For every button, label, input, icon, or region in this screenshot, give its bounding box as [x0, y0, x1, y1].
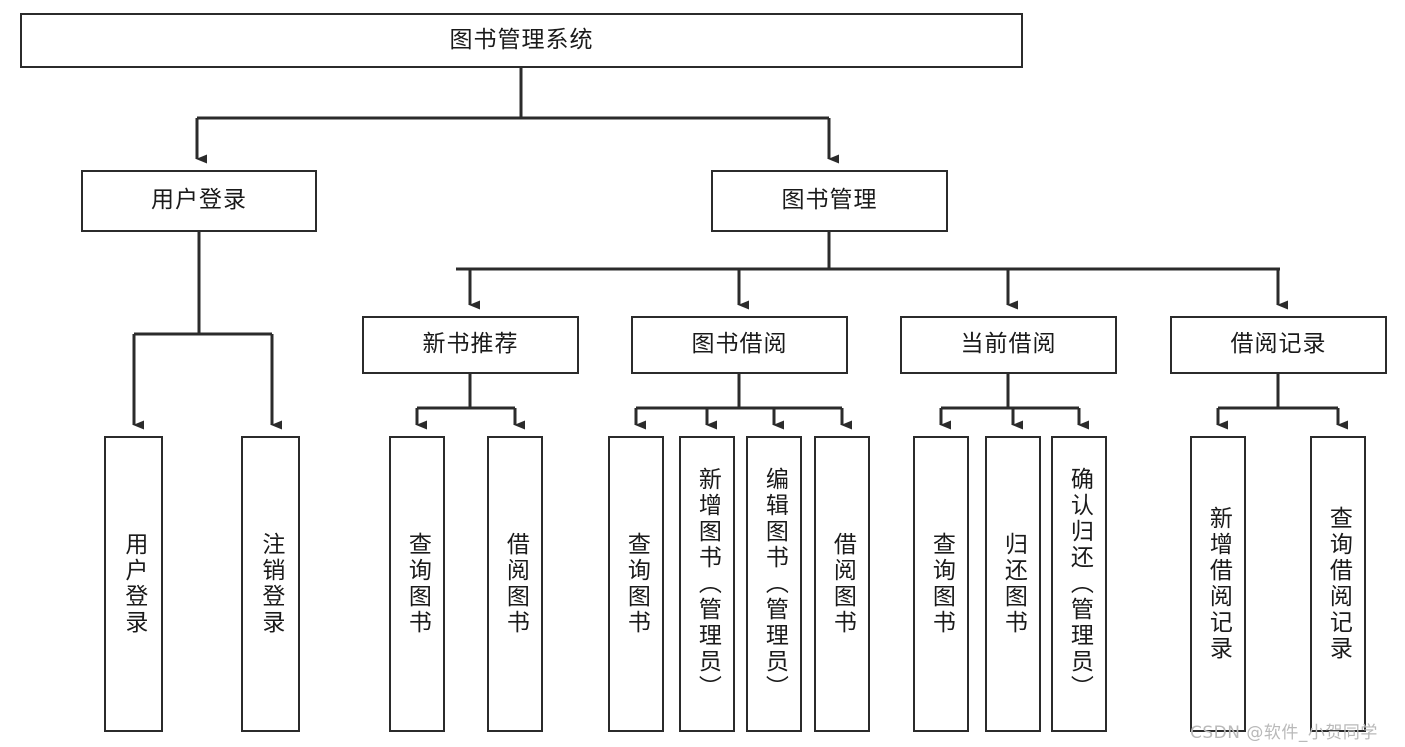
leaf-confirm-return-admin-label: 确认归还（管理员）: [1066, 467, 1093, 701]
leaf-user-login-label: 用户登录: [120, 532, 147, 636]
leaf-logout-label: 注销登录: [257, 532, 284, 636]
node-book-management[interactable]: 图书管理: [711, 170, 948, 232]
node-root[interactable]: 图书管理系统: [20, 13, 1023, 68]
leaf-return-book-label: 归还图书: [1000, 532, 1027, 636]
leaf-borrow-book-label: 借阅图书: [829, 532, 856, 636]
node-book-management-label: 图书管理: [781, 187, 878, 214]
leaf-add-borrow-record-label: 新增借阅记录: [1205, 506, 1232, 662]
leaf-query-book-recommend[interactable]: 查询图书: [389, 436, 445, 732]
leaf-borrow-book[interactable]: 借阅图书: [814, 436, 870, 732]
leaf-query-book-current[interactable]: 查询图书: [913, 436, 969, 732]
leaf-query-book-recommend-label: 查询图书: [404, 532, 431, 636]
leaf-edit-book-admin-label: 编辑图书（管理员）: [761, 467, 788, 701]
node-current-borrow[interactable]: 当前借阅: [900, 316, 1117, 374]
leaf-query-book-borrow-label: 查询图书: [623, 532, 650, 636]
leaf-query-borrow-record[interactable]: 查询借阅记录: [1310, 436, 1366, 732]
leaf-edit-book-admin[interactable]: 编辑图书（管理员）: [746, 436, 802, 732]
node-borrow-record[interactable]: 借阅记录: [1170, 316, 1387, 374]
leaf-add-book-admin[interactable]: 新增图书（管理员）: [679, 436, 735, 732]
leaf-return-book[interactable]: 归还图书: [985, 436, 1041, 732]
node-new-book-recommend[interactable]: 新书推荐: [362, 316, 579, 374]
leaf-borrow-book-recommend-label: 借阅图书: [502, 532, 529, 636]
node-user-login[interactable]: 用户登录: [81, 170, 317, 232]
leaf-borrow-book-recommend[interactable]: 借阅图书: [487, 436, 543, 732]
leaf-add-book-admin-label: 新增图书（管理员）: [694, 467, 721, 701]
leaf-add-borrow-record[interactable]: 新增借阅记录: [1190, 436, 1246, 732]
node-borrow-record-label: 借阅记录: [1230, 331, 1327, 358]
leaf-query-book-borrow[interactable]: 查询图书: [608, 436, 664, 732]
watermark-text: CSDN @软件_小贺同学: [1190, 723, 1378, 743]
leaf-confirm-return-admin[interactable]: 确认归还（管理员）: [1051, 436, 1107, 732]
node-book-borrow[interactable]: 图书借阅: [631, 316, 848, 374]
leaf-logout[interactable]: 注销登录: [241, 436, 300, 732]
node-user-login-label: 用户登录: [151, 187, 247, 214]
node-book-borrow-label: 图书借阅: [691, 331, 788, 358]
node-root-label: 图书管理系统: [449, 26, 594, 53]
node-current-borrow-label: 当前借阅: [960, 331, 1057, 358]
node-new-book-recommend-label: 新书推荐: [422, 331, 519, 358]
leaf-query-borrow-record-label: 查询借阅记录: [1325, 506, 1352, 662]
leaf-user-login[interactable]: 用户登录: [104, 436, 163, 732]
leaf-query-book-current-label: 查询图书: [928, 532, 955, 636]
